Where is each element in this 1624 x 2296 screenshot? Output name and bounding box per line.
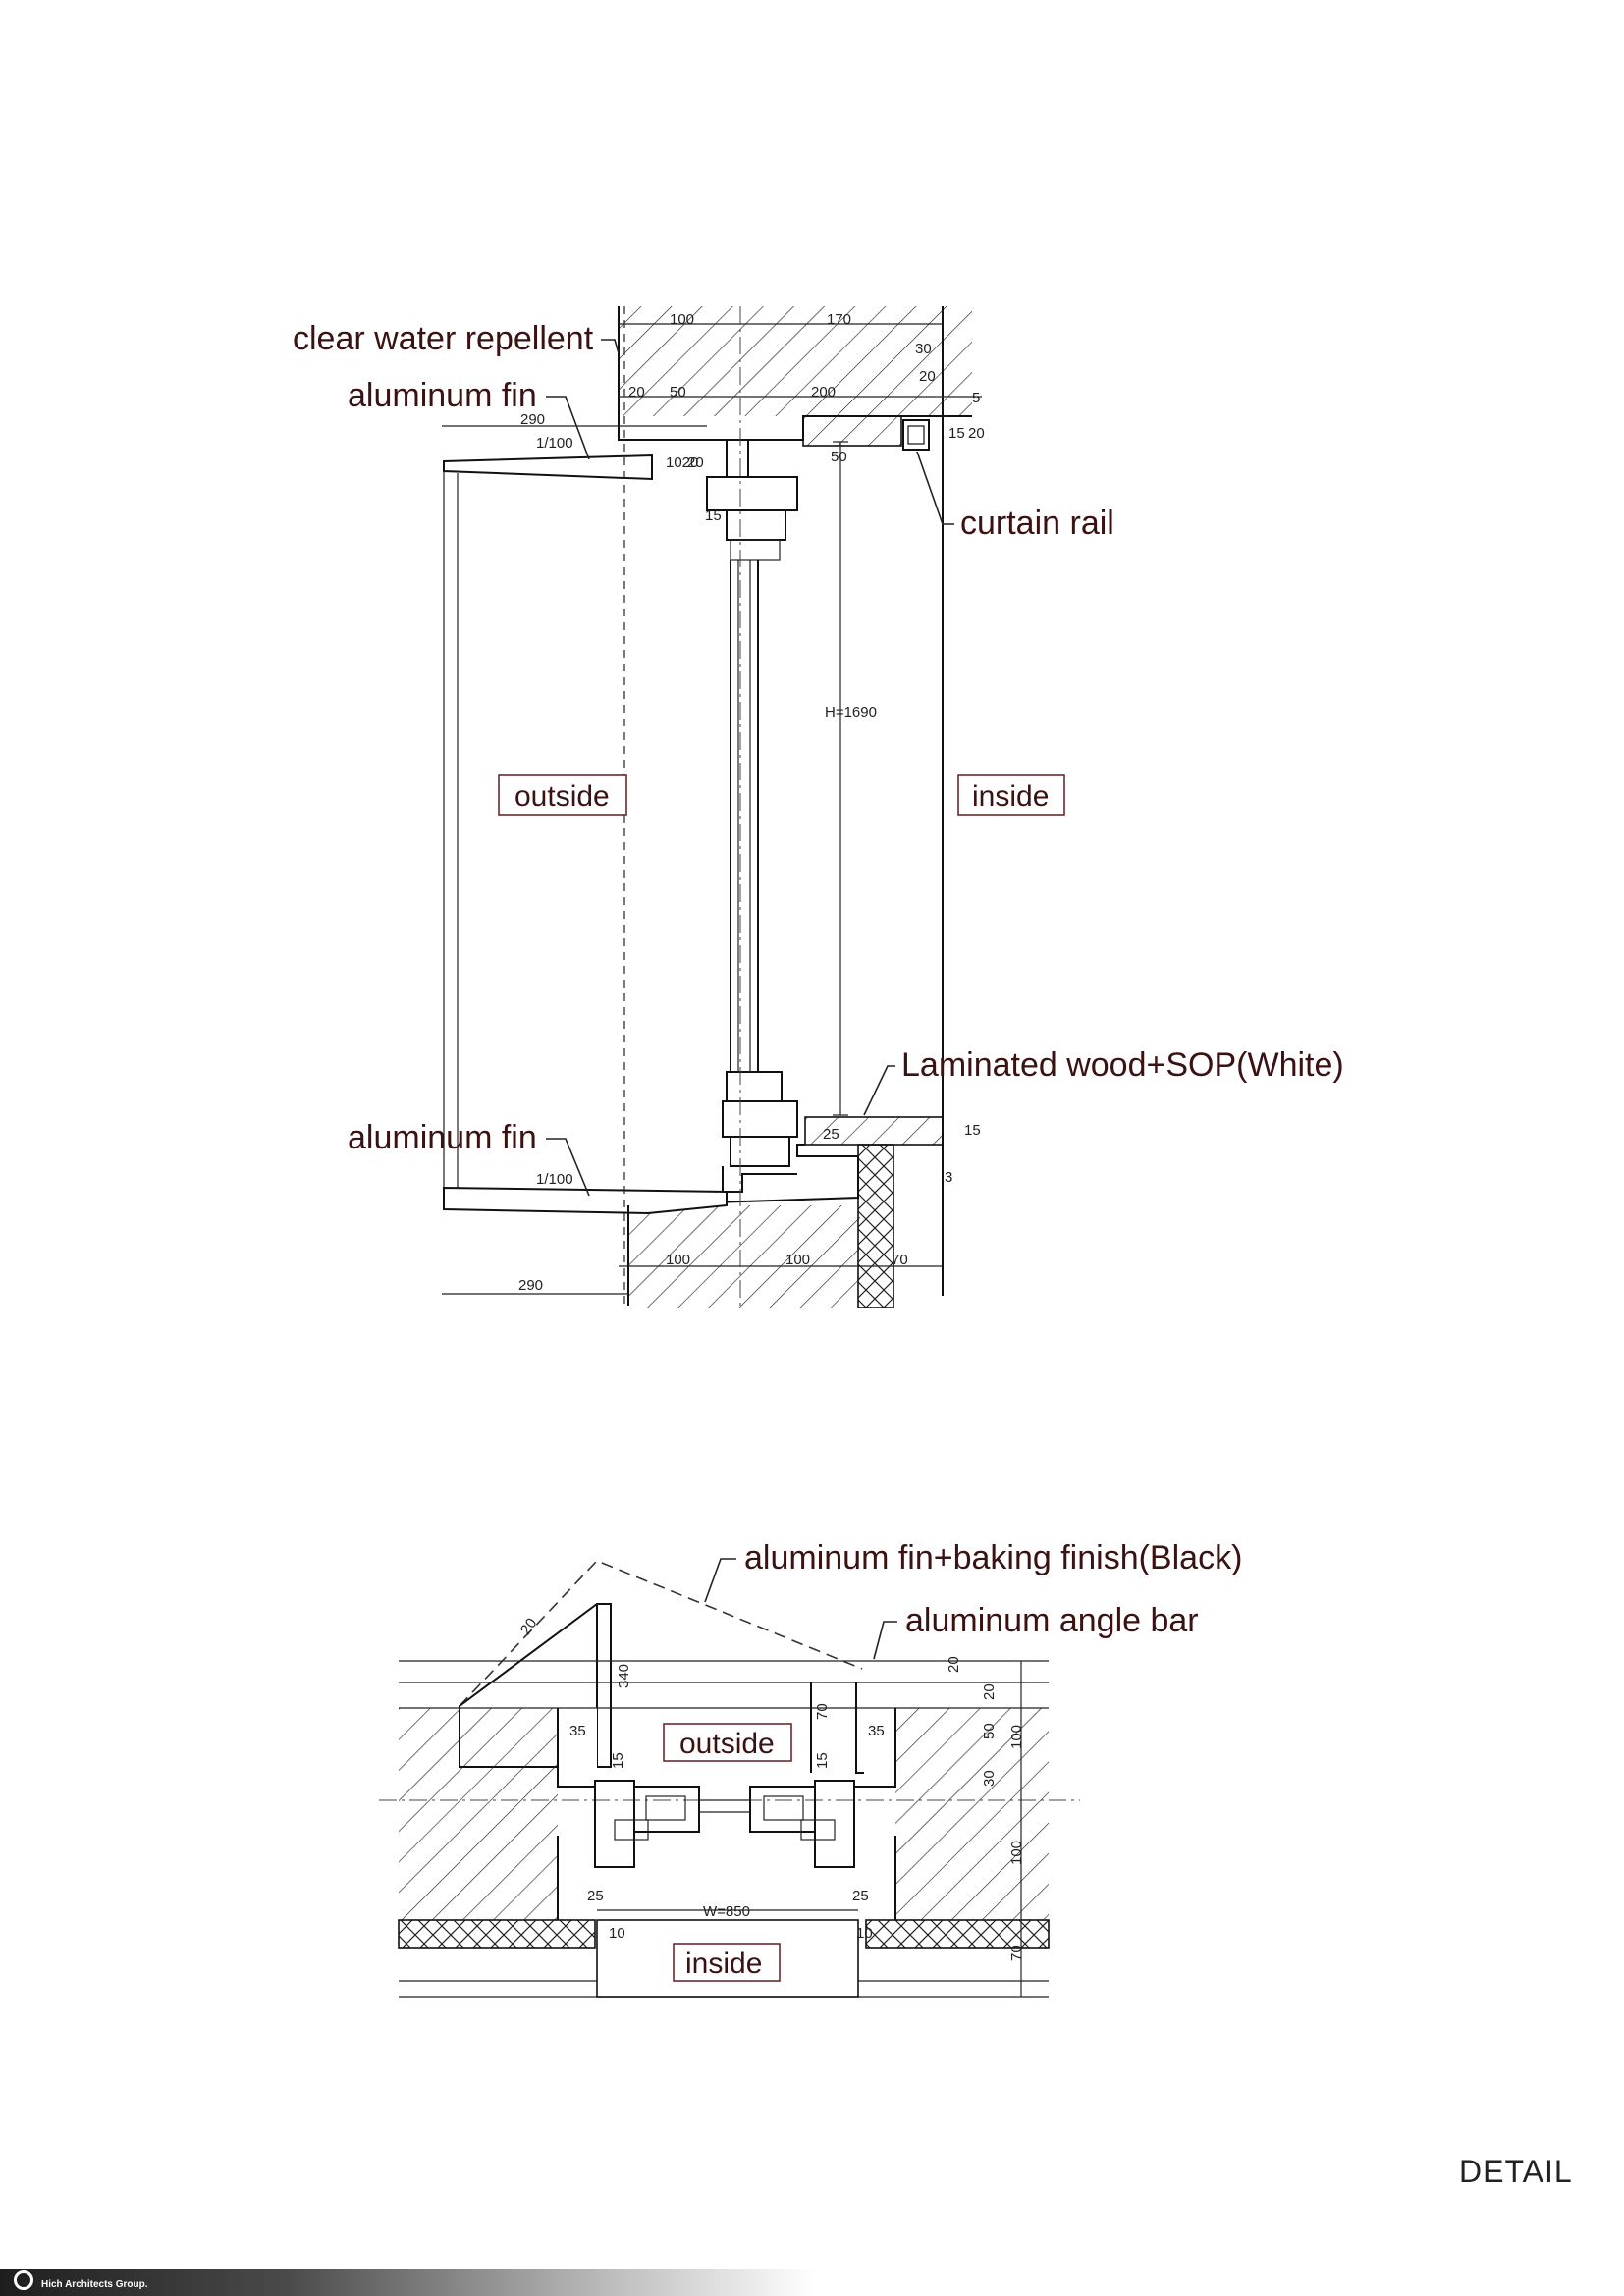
plan-detail: aluminum fin+baking finish(Black) alumin… xyxy=(379,1539,1242,1998)
window-head-frame xyxy=(706,439,798,561)
dim-70-bottom: 70 xyxy=(892,1252,908,1268)
plan-insulation-left xyxy=(398,1919,596,1949)
plan-dim-35-right: 35 xyxy=(868,1723,885,1739)
dim-3: 3 xyxy=(945,1169,952,1186)
note-aluminum-angle-bar: aluminum angle bar xyxy=(905,1602,1199,1639)
plan-dim-35-left: 35 xyxy=(569,1723,586,1739)
zone-outside-plan-box xyxy=(663,1723,792,1762)
glass-pane xyxy=(730,560,759,1072)
plan-dim-100-lower: 100 xyxy=(1008,1841,1025,1865)
plan-dim-70-bottom: 70 xyxy=(1008,1945,1025,1961)
sheet-title: DETAIL xyxy=(1459,2154,1573,2189)
dim-100-top: 100 xyxy=(670,311,694,328)
dim-20-head: 20 xyxy=(687,454,704,471)
plan-dim-50: 50 xyxy=(981,1723,998,1739)
zone-outside-section-box xyxy=(498,774,627,816)
plan-dim-20-b: 20 xyxy=(981,1683,998,1700)
dim-height: H=1690 xyxy=(825,704,877,721)
zone-inside-plan-box xyxy=(673,1943,781,1982)
dim-15-frame: 15 xyxy=(705,507,722,524)
footer-company: Hich Architects Group. xyxy=(41,2279,148,2290)
plan-dim-width: W=850 xyxy=(703,1903,750,1920)
plan-dim-25-right: 25 xyxy=(852,1888,869,1904)
dim-30: 30 xyxy=(915,341,932,357)
dim-290-top: 290 xyxy=(520,411,545,428)
dim-1020: 1020 xyxy=(666,454,698,471)
plan-dim-25-left: 25 xyxy=(587,1888,604,1904)
dim-5: 5 xyxy=(972,390,980,406)
dim-100-bottom-b: 100 xyxy=(785,1252,810,1268)
slope-bottom: 1/100 xyxy=(536,1171,573,1188)
wall-section-detail: clear water repellent aluminum fin curta… xyxy=(293,306,1344,1310)
plan-dim-100-upper: 100 xyxy=(1008,1725,1025,1749)
plan-window-frame-left xyxy=(594,1780,700,1868)
note-aluminum-fin-top: aluminum fin xyxy=(348,377,537,414)
company-logo-icon xyxy=(14,2270,33,2290)
plan-dim-30: 30 xyxy=(981,1770,998,1787)
zone-inside-plan: inside xyxy=(685,1948,762,1980)
dim-20-rail: 20 xyxy=(968,425,985,442)
note-curtain-rail: curtain rail xyxy=(960,505,1114,542)
note-clear-water-repellent: clear water repellent xyxy=(293,320,594,357)
upper-slab xyxy=(619,306,972,416)
dim-20-right: 20 xyxy=(919,368,936,385)
note-aluminum-fin-baking: aluminum fin+baking finish(Black) xyxy=(744,1539,1242,1576)
insulation-block xyxy=(857,1144,894,1308)
plan-wall-left xyxy=(399,1708,558,1920)
header-wood xyxy=(802,415,902,447)
dim-50-head: 50 xyxy=(831,449,847,465)
window-sill-frame xyxy=(722,1071,798,1193)
plan-insulation-right xyxy=(865,1919,1050,1949)
plan-dim-20-a: 20 xyxy=(946,1656,962,1673)
plan-dim-15-right: 15 xyxy=(814,1752,831,1769)
dim-290-bottom: 290 xyxy=(518,1277,543,1294)
zone-outside-section: outside xyxy=(514,780,610,813)
dim-15-sill: 15 xyxy=(964,1122,981,1139)
dim-170: 170 xyxy=(827,311,851,328)
footer-bar xyxy=(0,2269,815,2296)
bottom-fin xyxy=(443,1186,728,1215)
curtain-rail xyxy=(902,419,930,451)
dim-50: 50 xyxy=(670,384,686,400)
note-aluminum-fin-bottom: aluminum fin xyxy=(348,1119,537,1156)
note-laminated-wood: Laminated wood+SOP(White) xyxy=(901,1046,1344,1084)
plan-dim-340: 340 xyxy=(616,1664,632,1688)
dim-200: 200 xyxy=(811,384,836,400)
zone-inside-section-box xyxy=(957,774,1065,816)
dim-25: 25 xyxy=(823,1126,839,1143)
plan-dim-70-top: 70 xyxy=(814,1703,831,1720)
plan-dim-10-left: 10 xyxy=(609,1925,625,1942)
top-fin xyxy=(443,454,653,481)
dim-15-top: 15 xyxy=(948,425,965,442)
sill-board xyxy=(804,1116,944,1146)
lower-slab xyxy=(628,1205,860,1308)
plan-dim-20-fin: 20 xyxy=(517,1615,540,1637)
zone-outside-plan: outside xyxy=(679,1728,775,1760)
dim-20-left: 20 xyxy=(628,384,645,400)
plan-dim-15-left: 15 xyxy=(610,1752,626,1769)
slope-top: 1/100 xyxy=(536,435,573,452)
plan-wall-right xyxy=(895,1708,1049,1920)
plan-window-frame-right xyxy=(749,1780,855,1868)
plan-dim-10-right: 10 xyxy=(856,1925,873,1942)
dim-100-bottom-a: 100 xyxy=(666,1252,690,1268)
zone-inside-section: inside xyxy=(972,780,1049,813)
